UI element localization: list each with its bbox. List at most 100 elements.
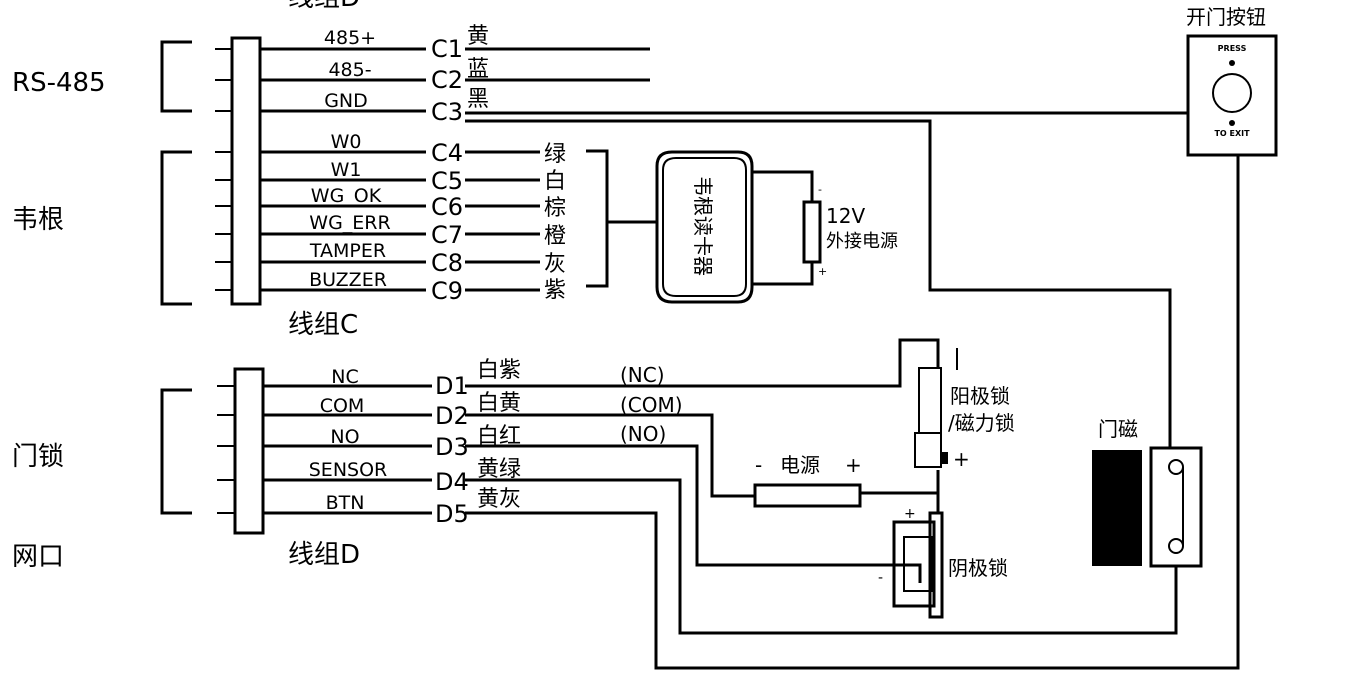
- bracket-door-lock: [160, 388, 192, 515]
- pin-label: NC: [331, 366, 358, 388]
- reader-power-source: [802, 200, 822, 264]
- wire-color: 橙: [544, 224, 566, 249]
- pin-code: C5: [431, 167, 463, 195]
- reader-power-wire: [752, 170, 814, 286]
- reader-wire-bracket: [586, 149, 609, 288]
- wire-color: 绿: [544, 142, 566, 167]
- group-c-title: 线组C: [288, 310, 358, 340]
- power-label: 电源: [780, 453, 820, 477]
- pin-code: C3: [431, 98, 463, 126]
- pin-label: WG_ERR: [309, 212, 390, 234]
- group-c-pin: W1 C5 白: [215, 159, 566, 195]
- door-sensor-switch: [1149, 446, 1203, 568]
- group-c-pin: TAMPER C8 灰: [215, 240, 566, 277]
- pin-code: C7: [431, 221, 463, 249]
- reader-power-minus: -: [818, 183, 822, 196]
- wire-color: 黑: [467, 87, 489, 112]
- power-plus-wire: [860, 470, 940, 513]
- group-c-pin: 485- C2 蓝: [215, 57, 650, 94]
- pin-label: TAMPER: [309, 240, 386, 262]
- wire-d2-com: [465, 413, 755, 498]
- pin-code: C6: [431, 193, 463, 221]
- pin-label: W0: [331, 131, 362, 153]
- wire-color: 紫: [544, 278, 566, 303]
- power-minus: -: [755, 453, 762, 477]
- wire-color: 黄: [467, 24, 489, 49]
- cathode-lock-plus: +: [904, 506, 916, 522]
- anode-lock-plus: +: [953, 447, 970, 471]
- group-c-pin: GND C3 黑: [215, 87, 489, 126]
- anode-lock: [914, 348, 958, 468]
- contact-note: (NC): [620, 363, 665, 387]
- group-d-pin: BTN D5 黄灰: [217, 487, 521, 528]
- wire-d5-btn: [465, 155, 1240, 670]
- wire-d3-no: [465, 444, 922, 583]
- pin-code: D2: [435, 402, 469, 430]
- wiegand-reader: 韦根读卡器: [655, 150, 754, 304]
- side-label-rs485: RS-485: [12, 68, 106, 98]
- group-c-pin: WG_ERR C7 橙: [215, 212, 566, 249]
- group-d-pin: SENSOR D4 黄绿: [217, 457, 521, 496]
- group-c-pin: BUZZER C9 紫: [215, 269, 566, 305]
- reader-power-voltage: 12V: [826, 204, 865, 228]
- connector-block-c: [230, 36, 262, 306]
- pin-label: 485-: [328, 59, 371, 81]
- exit-button-bottom-text: TO EXIT: [1214, 129, 1250, 138]
- pin-code: D3: [435, 433, 469, 461]
- group-c-pin: W0 C4 绿: [215, 131, 566, 167]
- reader-power-label: 外接电源: [826, 231, 898, 252]
- exit-button-title: 开门按钮: [1186, 5, 1266, 29]
- wire-color: 白黄: [477, 391, 521, 416]
- pin-label: 485+: [324, 27, 376, 49]
- exit-button-top-text: PRESS: [1218, 44, 1247, 53]
- power-supply: [753, 483, 862, 508]
- pin-label: NO: [330, 426, 359, 448]
- pin-code: C8: [431, 249, 463, 277]
- reader-power-plus: +: [818, 265, 827, 278]
- connector-block-d: [233, 367, 265, 535]
- wire-color: 白: [544, 169, 566, 194]
- side-label-wiegand: 韦根: [12, 205, 64, 235]
- pin-label: COM: [320, 395, 365, 417]
- anode-lock-label: 阳极锁: [950, 384, 1010, 408]
- pin-code: C2: [431, 66, 463, 94]
- pin-code: D4: [435, 468, 469, 496]
- side-label-door-lock: 门锁: [12, 442, 64, 472]
- maglock-label: /磁力锁: [948, 411, 1015, 435]
- bracket-rs485: [160, 40, 192, 113]
- wire-color: 棕: [544, 196, 566, 221]
- wire-color: 黄灰: [477, 487, 521, 512]
- group-d-pin: NC D1 白紫 (NC): [217, 358, 665, 400]
- wire-color: 灰: [544, 252, 566, 277]
- pin-label: SENSOR: [309, 459, 388, 481]
- door-sensor-magnet: [1092, 450, 1142, 566]
- group-c-pin: WG_OK C6 棕: [215, 185, 566, 221]
- door-sensor-label: 门磁: [1098, 417, 1138, 441]
- reader-label: 韦根读卡器: [691, 176, 715, 276]
- pin-label: BTN: [326, 492, 365, 514]
- group-d-title: 线组D: [288, 540, 360, 570]
- power-plus: +: [845, 453, 862, 477]
- wire-d1-nc: [465, 338, 940, 388]
- wire-color: 白紫: [477, 358, 521, 383]
- pin-label: WG_OK: [311, 185, 382, 207]
- group-c-pin: 485+ C1 黄: [215, 24, 650, 63]
- pin-label: GND: [324, 90, 368, 112]
- exit-button: [1186, 34, 1278, 157]
- group-d-pin: COM D2 白黄 (COM): [217, 391, 683, 430]
- wire-c3-gnd: [465, 111, 1188, 448]
- pin-code: C9: [431, 277, 463, 305]
- side-label-network: 网口: [12, 542, 64, 572]
- pin-code: C4: [431, 139, 463, 167]
- pin-label: W1: [331, 159, 362, 181]
- pin-code: D1: [435, 372, 469, 400]
- pin-code: D5: [435, 500, 469, 528]
- top-cut-label: 线组D: [288, 0, 360, 13]
- bracket-wiegand: [160, 150, 192, 306]
- wire-color: 黄绿: [477, 457, 521, 482]
- wire-d4-sensor: [465, 478, 1178, 635]
- cathode-lock-minus: -: [878, 570, 883, 586]
- contact-note: (COM): [620, 393, 683, 417]
- pin-label: BUZZER: [309, 269, 387, 291]
